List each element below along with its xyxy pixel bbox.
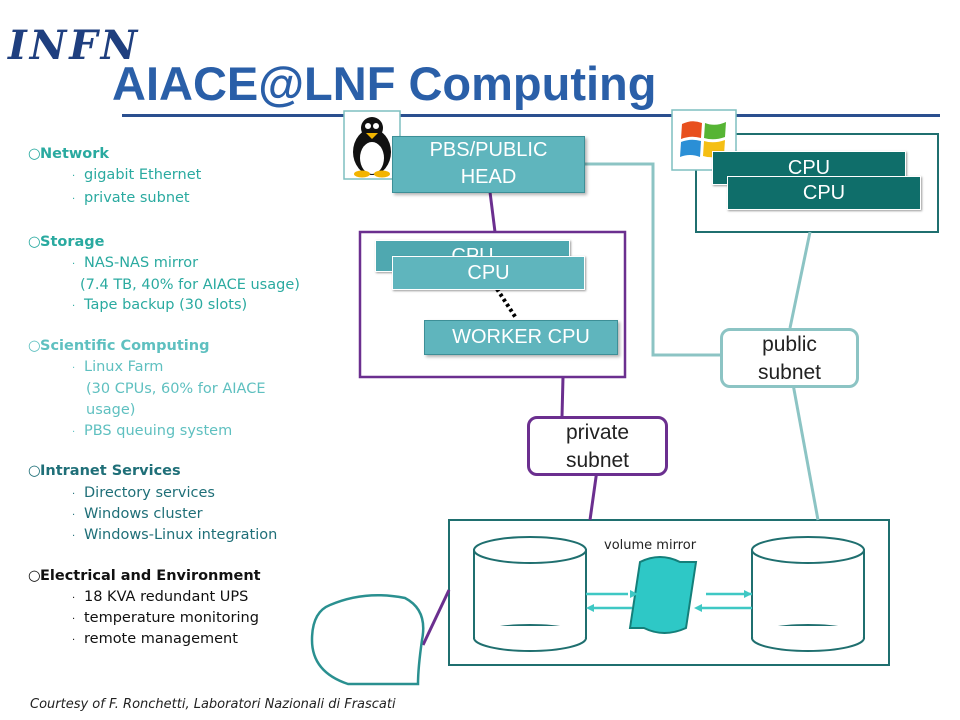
worker-cpu-label: WORKER CPU bbox=[452, 326, 590, 348]
windows-cluster-box bbox=[695, 133, 939, 233]
cpu-label: CPU bbox=[467, 262, 510, 284]
cpu-label: CPU bbox=[787, 157, 831, 179]
list-item: ·Windows cluster bbox=[72, 506, 203, 522]
windows-cpu-front-node: CPU bbox=[727, 176, 921, 210]
list-item: ·PBS queuing system bbox=[72, 423, 233, 439]
public-subnet-node: public subnet bbox=[720, 328, 859, 388]
farm-to-private-link bbox=[560, 376, 565, 418]
list-item: ·Windows-Linux integration bbox=[72, 527, 278, 543]
ring-bullet-icon: ○ bbox=[28, 146, 41, 162]
list-item: (30 CPUs, 60% for AIACE bbox=[86, 381, 266, 397]
ring-bullet-icon: ○ bbox=[28, 463, 41, 479]
ups-blob bbox=[310, 593, 425, 686]
public-subnet-label: public subnet bbox=[757, 333, 822, 384]
list-item: ·Tape backup (30 slots) bbox=[72, 297, 248, 313]
windows-to-public-link bbox=[788, 231, 812, 329]
courtesy-footer: Courtesy of F. Ronchetti, Laboratori Naz… bbox=[30, 697, 396, 712]
mirror-tape-icon bbox=[628, 556, 698, 634]
ring-bullet-icon: ○ bbox=[28, 234, 41, 250]
storage-to-ups-link bbox=[421, 589, 451, 646]
section-intranet-title: ○Intranet Services bbox=[28, 463, 181, 479]
volume-mirror-label: volume mirror bbox=[604, 538, 697, 553]
list-item: ·temperature monitoring bbox=[72, 610, 259, 626]
infn-logo: INFN bbox=[8, 22, 141, 69]
private-subnet-node: private subnet bbox=[527, 416, 668, 476]
list-item: ·18 KVA redundant UPS bbox=[72, 589, 249, 605]
list-item: ·private subnet bbox=[72, 190, 190, 206]
linux-cpu-front-node: CPU bbox=[392, 256, 585, 290]
section-storage-title: ○Storage bbox=[28, 234, 105, 250]
nas-disk-right-icon bbox=[751, 536, 865, 652]
nas-disk-left-icon bbox=[473, 536, 587, 652]
page-title: AIACE@LNF Computing bbox=[112, 57, 657, 110]
section-electrical-title: ○Electrical and Environment bbox=[28, 568, 261, 584]
public-to-storage-link bbox=[791, 383, 820, 521]
mirror-arrows bbox=[586, 590, 752, 612]
pbs-head-label: PBS/PUBLIC HEAD bbox=[429, 139, 548, 188]
head-to-farm-link bbox=[488, 191, 497, 233]
ring-bullet-icon: ○ bbox=[28, 338, 41, 354]
list-item: usage) bbox=[86, 402, 136, 418]
bullet-list: ○Network ·gigabit Ethernet ·private subn… bbox=[0, 0, 380, 700]
tux-penguin-icon bbox=[343, 110, 401, 180]
private-to-storage-link bbox=[588, 469, 599, 521]
list-item: (7.4 TB, 40% for AIACE usage) bbox=[80, 277, 300, 293]
title-underline bbox=[122, 114, 940, 117]
list-item: ·NAS-NAS mirror bbox=[72, 255, 199, 271]
ring-bullet-icon: ○ bbox=[28, 568, 41, 584]
windows-flag-icon bbox=[671, 109, 737, 171]
list-item: ·remote management bbox=[72, 631, 238, 647]
head-to-public-link bbox=[584, 162, 720, 357]
linux-farm-box bbox=[358, 230, 627, 379]
pbs-head-node: PBS/PUBLIC HEAD bbox=[392, 136, 585, 193]
cpu-label: CPU bbox=[802, 182, 846, 204]
private-subnet-label: private subnet bbox=[565, 421, 630, 472]
section-scientific-title: ○Scientific Computing bbox=[28, 338, 210, 354]
section-network-title: ○Network bbox=[28, 146, 110, 162]
list-item: ·gigabit Ethernet bbox=[72, 167, 202, 183]
worker-cpu-node: WORKER CPU bbox=[424, 320, 618, 355]
worker-ellipsis bbox=[495, 287, 518, 320]
list-item: ·Linux Farm bbox=[72, 359, 164, 375]
list-item: ·Directory services bbox=[72, 485, 215, 501]
